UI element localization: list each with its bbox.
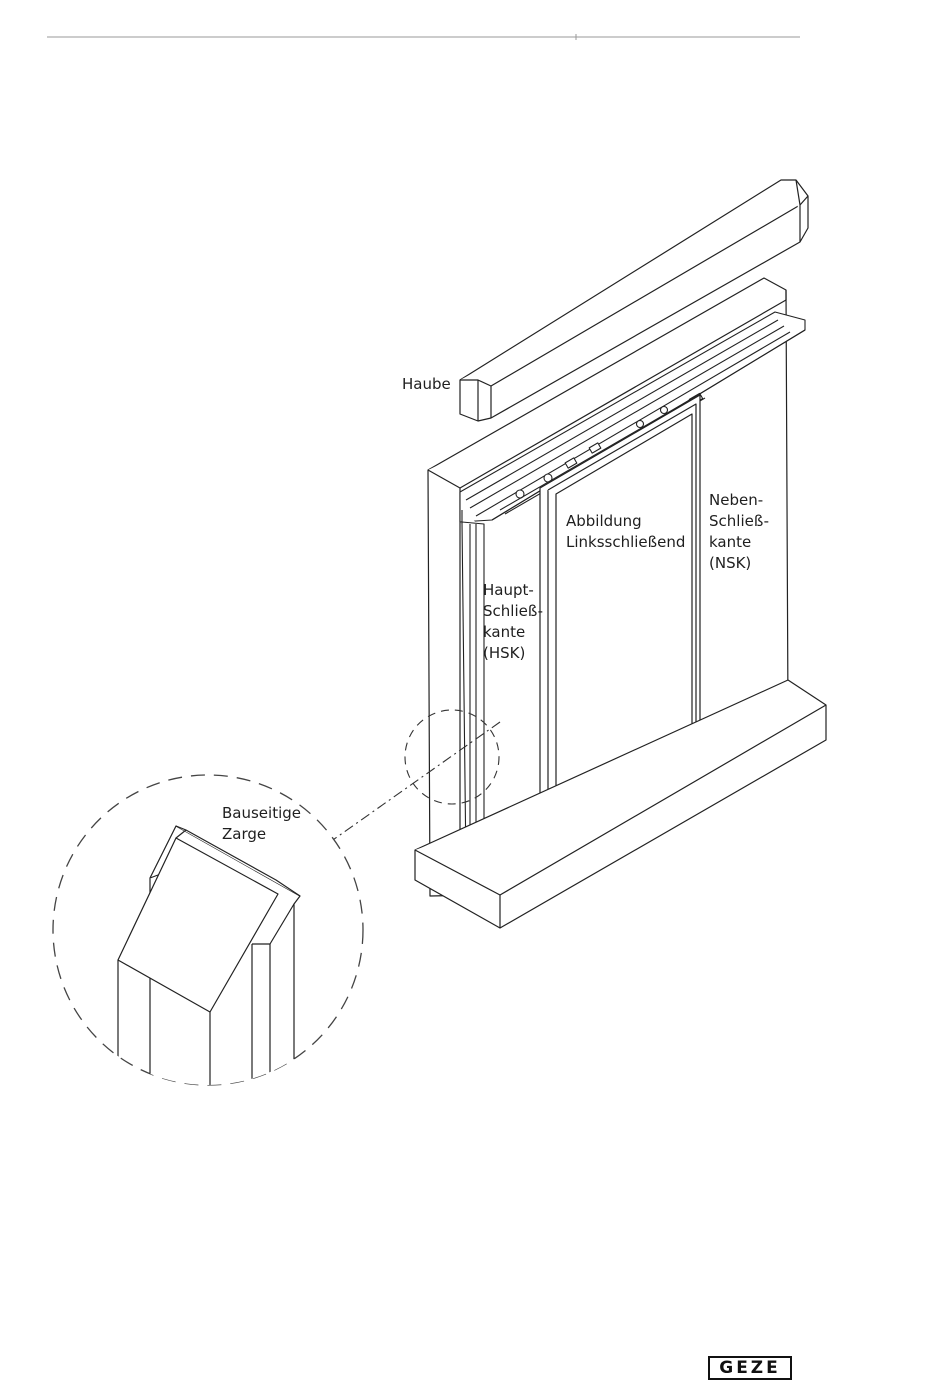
geze-logo: GEZE	[708, 1356, 792, 1380]
geze-logo-text: GEZE	[719, 1360, 781, 1377]
label-haube: Haube	[402, 374, 451, 395]
label-hsk-line-4: (HSK)	[483, 643, 543, 664]
label-nsk-line-1: Neben-	[709, 490, 769, 511]
label-nsk-line-2: Schließ-	[709, 511, 769, 532]
label-zarge: Bauseitige Zarge	[222, 803, 301, 845]
label-hsk-line-1: Haupt-	[483, 580, 543, 601]
label-nsk-line-3: kante	[709, 532, 769, 553]
label-nsk: Neben- Schließ- kante (NSK)	[709, 490, 769, 574]
label-abbildung: Abbildung Linksschließend	[566, 511, 685, 553]
label-zarge-line-2: Zarge	[222, 824, 301, 845]
label-hsk: Haupt- Schließ- kante (HSK)	[483, 580, 543, 664]
label-abbildung-line-1: Abbildung	[566, 511, 685, 532]
label-nsk-line-4: (NSK)	[709, 553, 769, 574]
label-hsk-line-3: kante	[483, 622, 543, 643]
detail-magnified	[53, 775, 363, 1100]
header-rule	[47, 34, 800, 40]
label-abbildung-line-2: Linksschließend	[566, 532, 685, 553]
label-hsk-line-2: Schließ-	[483, 601, 543, 622]
label-zarge-line-1: Bauseitige	[222, 803, 301, 824]
